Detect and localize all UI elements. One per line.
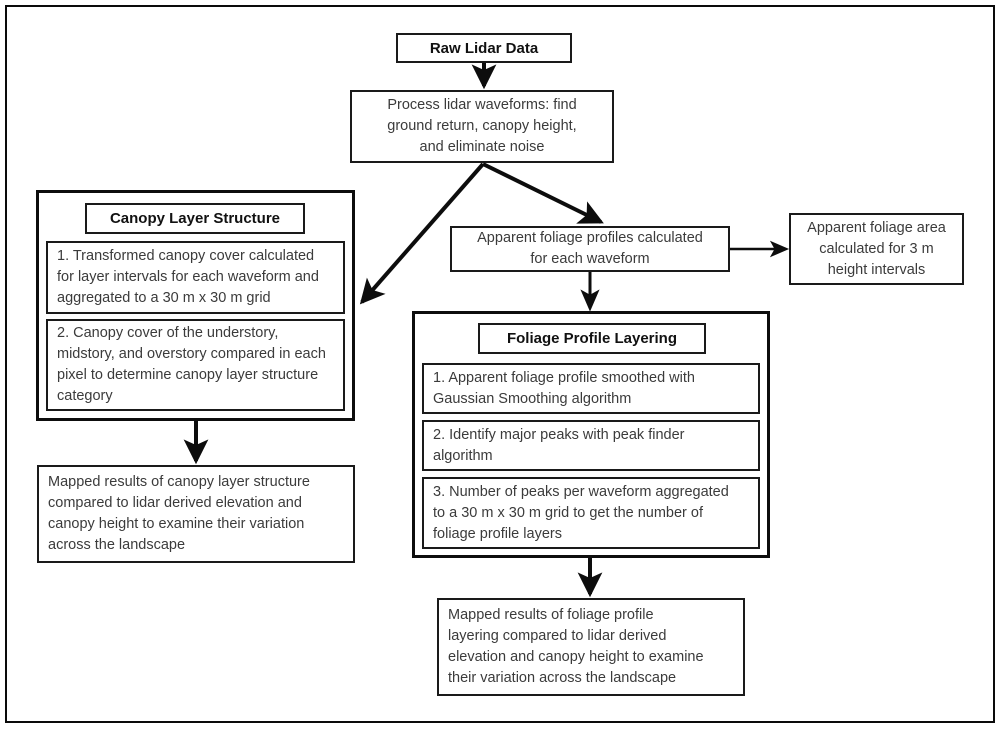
node-foliage-profile-layering-header-label: Foliage Profile Layering — [506, 330, 678, 347]
node-foliage-step-2[interactable]: 2. Identify major peaks with peak finder… — [422, 420, 760, 471]
node-apparent-foliage-area[interactable]: Apparent foliage area calculated for 3 m… — [789, 213, 964, 285]
node-canopy-step-1-label: 1. Transformed canopy cover calculated f… — [57, 248, 319, 306]
node-raw-lidar-data[interactable]: Raw Lidar Data — [396, 33, 572, 63]
node-canopy-step-1[interactable]: 1. Transformed canopy cover calculated f… — [46, 241, 345, 314]
node-foliage-step-3[interactable]: 3. Number of peaks per waveform aggregat… — [422, 477, 760, 549]
node-foliage-step-1-label: 1. Apparent foliage profile smoothed wit… — [433, 369, 695, 407]
node-canopy-layer-structure-header[interactable]: Canopy Layer Structure — [85, 203, 305, 234]
node-foliage-mapped-results-label: Mapped results of foliage profile layeri… — [448, 607, 704, 686]
node-canopy-step-2[interactable]: 2. Canopy cover of the understory, midst… — [46, 319, 345, 411]
node-canopy-mapped-results[interactable]: Mapped results of canopy layer structure… — [37, 465, 355, 563]
node-foliage-profile-layering-header[interactable]: Foliage Profile Layering — [478, 323, 706, 354]
node-canopy-mapped-results-label: Mapped results of canopy layer structure… — [48, 474, 310, 553]
node-foliage-step-2-label: 2. Identify major peaks with peak finder… — [433, 426, 685, 464]
node-apparent-foliage-profiles-label: Apparent foliage profiles calculated for… — [477, 230, 703, 267]
node-apparent-foliage-profiles[interactable]: Apparent foliage profiles calculated for… — [450, 226, 730, 272]
node-process-waveforms-label: Process lidar waveforms: find ground ret… — [387, 97, 577, 155]
node-raw-lidar-data-label: Raw Lidar Data — [429, 39, 539, 57]
node-process-waveforms[interactable]: Process lidar waveforms: find ground ret… — [350, 90, 614, 163]
node-apparent-foliage-area-label: Apparent foliage area calculated for 3 m… — [807, 219, 946, 278]
node-foliage-step-1[interactable]: 1. Apparent foliage profile smoothed wit… — [422, 363, 760, 414]
node-canopy-step-2-label: 2. Canopy cover of the understory, midst… — [57, 325, 326, 404]
node-foliage-mapped-results[interactable]: Mapped results of foliage profile layeri… — [437, 598, 745, 696]
diagram-outer-border — [5, 5, 995, 723]
node-foliage-step-3-label: 3. Number of peaks per waveform aggregat… — [433, 483, 729, 542]
node-canopy-layer-structure-header-label: Canopy Layer Structure — [109, 210, 281, 227]
